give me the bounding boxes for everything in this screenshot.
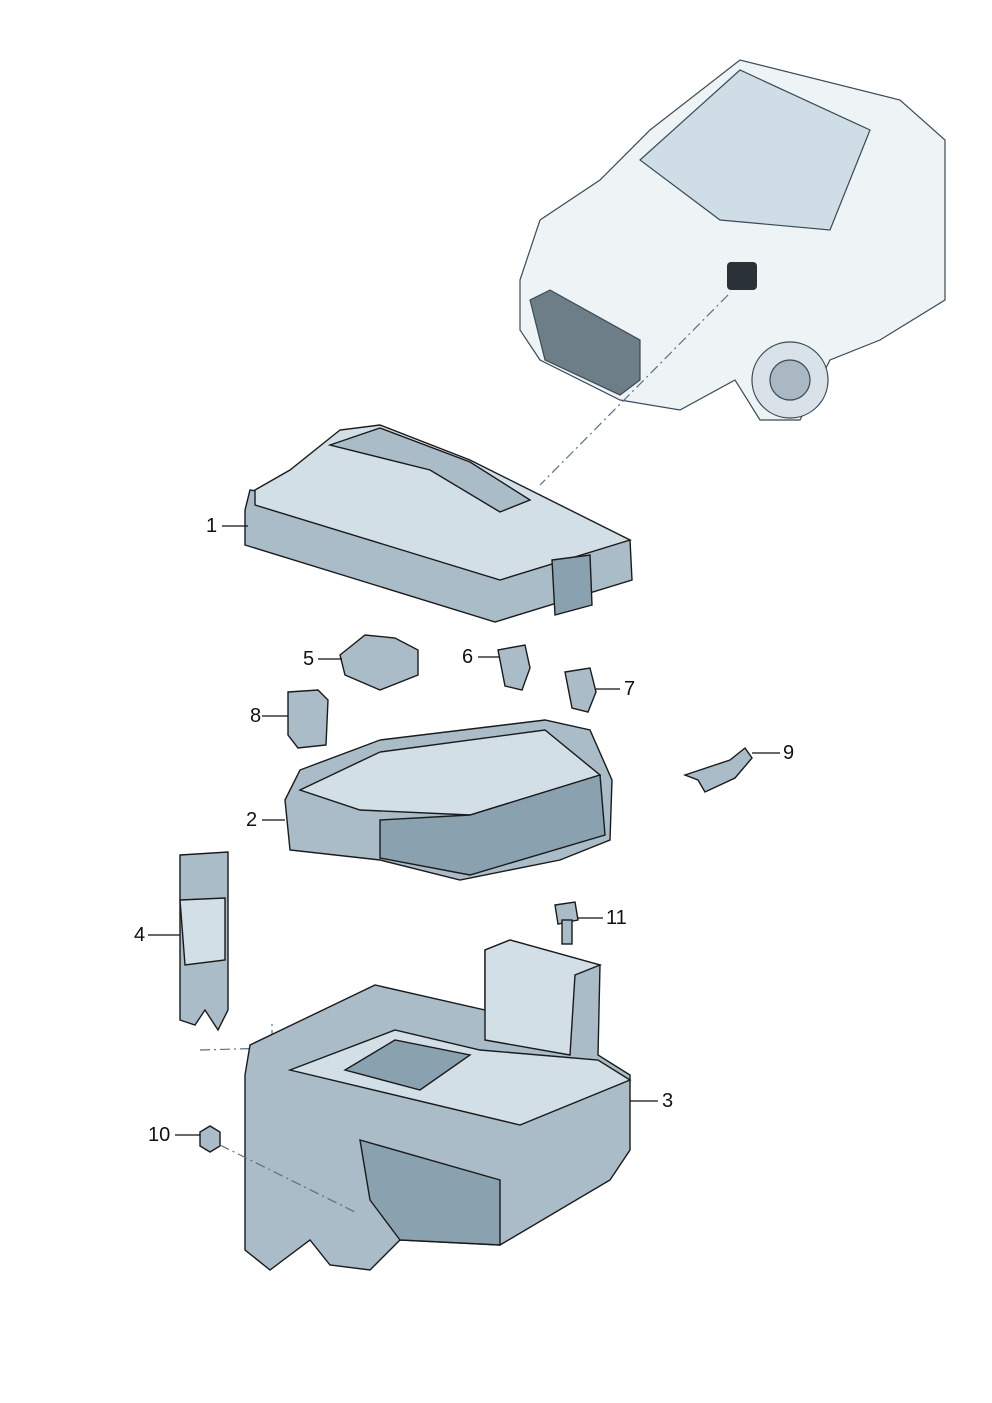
leader-lines [148,525,780,1136]
fuse-box-location-marker [727,262,757,290]
callout-9: 9 [783,742,795,764]
callout-10: 10 [148,1124,171,1146]
part-9-clip [682,746,753,793]
part-8-relay [287,689,329,749]
bracket-mount-line [199,1020,273,1051]
callout-8: 8 [250,705,262,727]
part-7-fuse [564,667,597,713]
callout-2: 2 [246,809,258,831]
location-line [539,294,729,486]
part-10-nut [199,1125,221,1153]
callout-11: 11 [606,907,627,929]
part-6-fuse [497,644,531,691]
part-2-fuse-holder [284,719,613,881]
callout-4: 4 [134,924,146,946]
part-11-bolt [554,901,579,945]
nut-mount-line [219,1144,356,1213]
part-4-bracket [179,851,229,1032]
callout-7: 7 [624,678,636,700]
callout-6: 6 [462,646,474,668]
callout-1: 1 [206,515,218,537]
part-3-housing [244,939,632,1271]
callout-5: 5 [303,648,315,670]
part-1-cover [244,424,633,623]
part-5-cap [339,634,419,691]
vehicle-illustration [519,59,946,421]
callout-3: 3 [662,1090,674,1112]
